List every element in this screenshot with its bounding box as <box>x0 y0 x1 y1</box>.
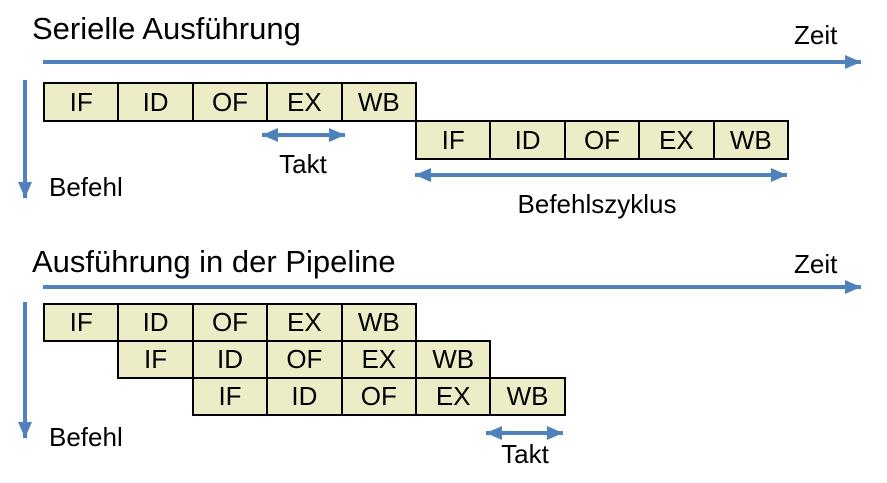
pipeline-stage-cell: IF <box>43 303 120 342</box>
pipeline-stage-cell: ID <box>191 340 269 379</box>
pipeline-stage-cell: IF <box>43 82 120 122</box>
pipeline-instruction-axis-label: Befehl <box>49 422 123 452</box>
pipeline-stage-cell: WB <box>712 120 789 160</box>
serial-takt-label: Takt <box>279 149 327 179</box>
pipeline-stage-cell: OF <box>191 303 269 342</box>
pipeline-stage-cell: WB <box>489 377 566 416</box>
pipeline-takt-label: Takt <box>501 439 549 469</box>
pipeline-stage-cell: OF <box>563 120 641 160</box>
pipeline-stage-cell: IF <box>191 377 269 416</box>
pipeline-stage-cell: WB <box>415 340 492 379</box>
pipeline-stage-cell: ID <box>117 82 194 122</box>
pipeline-stage-cell: ID <box>489 120 566 160</box>
serial-time-axis-label: Zeit <box>794 20 838 50</box>
pipeline-stage-cell: EX <box>266 303 343 342</box>
pipeline-stage-cell: EX <box>266 82 343 122</box>
pipeline-stage-cell: EX <box>340 340 417 379</box>
pipeline-stage-cell: EX <box>638 120 715 160</box>
pipeline-stage-cell: IF <box>415 120 492 160</box>
serial-section-title: Serielle Ausführung <box>32 11 301 46</box>
pipeline-stage-cell: IF <box>117 340 194 379</box>
pipeline-stage-cell: EX <box>415 377 492 416</box>
serial-instruction-axis-label: Befehl <box>49 172 123 202</box>
befehlszyklus-label: Befehlszyklus <box>517 189 677 219</box>
pipeline-stage-cell: ID <box>266 377 343 416</box>
pipeline-stage-cell: OF <box>266 340 343 379</box>
pipeline-stage-cell: OF <box>340 377 417 416</box>
pipeline-section-title: Ausführung in der Pipeline <box>32 244 396 279</box>
pipeline-stage-cell: WB <box>340 303 417 342</box>
pipeline-stage-cell: ID <box>117 303 194 342</box>
pipeline-time-axis-label: Zeit <box>794 249 838 279</box>
pipeline-stage-cell: WB <box>340 82 417 122</box>
pipeline-stage-cell: OF <box>191 82 269 122</box>
